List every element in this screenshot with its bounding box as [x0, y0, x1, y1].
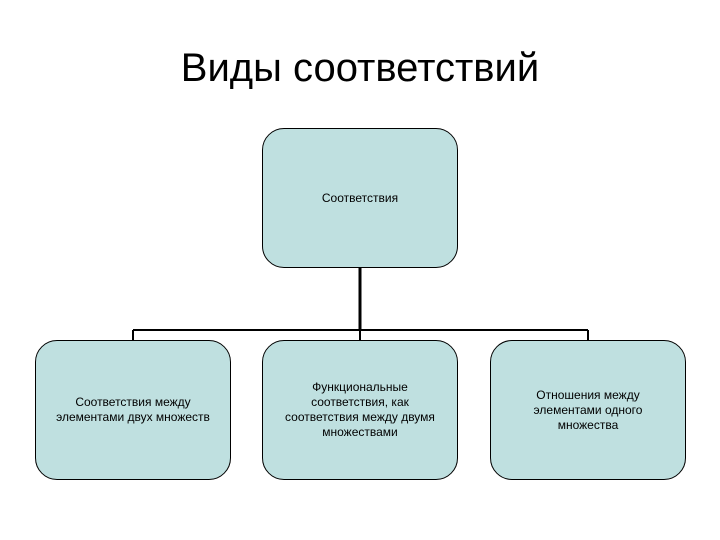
child-node-3: Отношения между элементами одного множес…	[490, 340, 686, 480]
child-node-1: Соответствия между элементами двух множе…	[35, 340, 231, 480]
child-node-1-label: Соответствия между элементами двух множе…	[56, 395, 210, 424]
child-node-2-label: Функциональные соответствия, как соответ…	[285, 380, 435, 439]
root-node-label: Соответствия	[321, 190, 399, 205]
child-node-2: Функциональные соответствия, как соответ…	[262, 340, 458, 480]
child-node-3-label: Отношения между элементами одного множес…	[533, 387, 643, 432]
root-node: Соответствия	[262, 128, 458, 268]
slide-title: Виды соответствий	[180, 46, 540, 90]
